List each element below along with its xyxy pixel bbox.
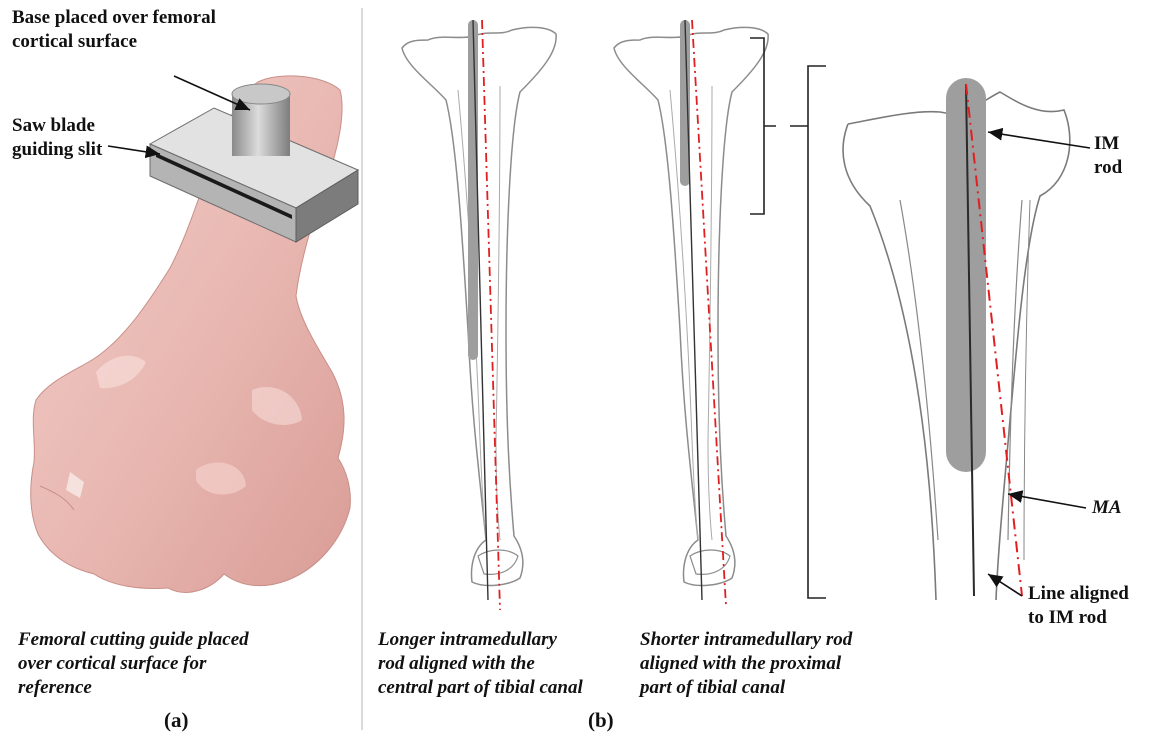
caption-a-line2: over cortical surface for xyxy=(18,652,206,675)
label-line-aligned-1: Line aligned xyxy=(1028,582,1129,605)
cylinder-top xyxy=(232,84,290,104)
arrow-im-rod xyxy=(988,132,1090,148)
tibia-outline xyxy=(614,27,768,585)
caption-shorter-line2: aligned with the proximal xyxy=(640,652,841,675)
tibia-zoom-medial xyxy=(843,124,936,600)
canal-zoom-line xyxy=(900,200,938,540)
annotation-base-line1: Base placed over femoral xyxy=(12,6,216,29)
label-line-aligned-2: to IM rod xyxy=(1028,606,1107,629)
panel-label-a: (a) xyxy=(164,708,189,732)
annotation-saw-line2: guiding slit xyxy=(12,138,102,161)
im-rod-long xyxy=(468,20,478,360)
tibia-longer-rod xyxy=(402,20,556,610)
label-ma: MA xyxy=(1092,496,1122,519)
tibia-shorter-rod xyxy=(614,20,768,606)
arrow-line-aligned xyxy=(988,574,1022,596)
caption-longer-line2: rod aligned with the xyxy=(378,652,535,675)
caption-longer-line1: Longer intramedullary xyxy=(378,628,557,651)
annotation-saw-line1: Saw blade xyxy=(12,114,95,137)
label-im-rod-line1: IM xyxy=(1094,132,1119,155)
arrow-ma xyxy=(1008,494,1086,508)
label-im-rod-line2: rod xyxy=(1094,156,1122,179)
zoomed-proximal-tibia xyxy=(843,78,1070,600)
caption-longer-line3: central part of tibial canal xyxy=(378,676,583,699)
caption-a-line1: Femoral cutting guide placed xyxy=(18,628,249,651)
bracket-zoom xyxy=(790,66,826,598)
tibia-outline xyxy=(402,27,556,585)
caption-shorter-line3: part of tibial canal xyxy=(640,676,785,699)
panel-label-b: (b) xyxy=(588,708,614,732)
caption-shorter-line1: Shorter intramedullary rod xyxy=(640,628,852,651)
caption-a-line3: reference xyxy=(18,676,92,699)
annotation-base-line2: cortical surface xyxy=(12,30,137,53)
